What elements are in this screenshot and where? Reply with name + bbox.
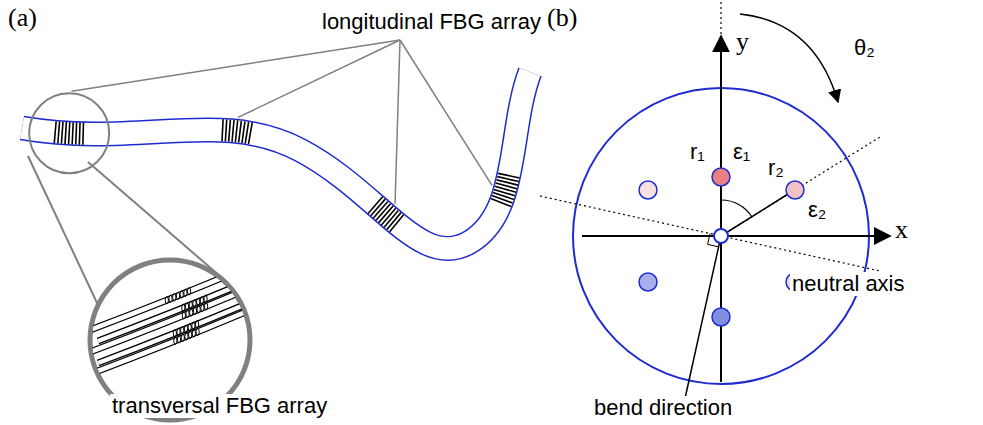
- fiber: [98, 295, 268, 363]
- fiber-core: [90, 306, 260, 374]
- grating-ring: [197, 306, 200, 313]
- grating-line: [54, 121, 56, 143]
- grating-line: [232, 120, 234, 142]
- leader-line: [238, 40, 400, 117]
- grating-ring: [185, 303, 188, 310]
- grating-ring: [188, 324, 191, 331]
- grating-ring: [177, 328, 180, 335]
- grating-line: [225, 119, 226, 141]
- grating-ring: [189, 301, 192, 308]
- grating-line: [79, 123, 81, 145]
- fiber: [90, 306, 260, 374]
- grating-ring: [173, 294, 176, 301]
- grating-line: [491, 199, 512, 207]
- label: bend direction: [592, 396, 734, 420]
- grating-ring: [176, 292, 179, 299]
- grating-ring: [177, 336, 180, 343]
- grating-ring: [196, 321, 199, 328]
- zoom-callout: [28, 93, 268, 420]
- grating-line: [222, 119, 223, 141]
- grating-ring: [201, 304, 204, 311]
- label: transversal FBG array: [110, 394, 329, 418]
- cross-section: [540, 0, 890, 412]
- grating-ring: [192, 330, 195, 337]
- leader-lines: [72, 40, 492, 204]
- grating-line: [65, 122, 66, 144]
- grating-line: [390, 215, 404, 232]
- grating-line: [69, 122, 70, 144]
- grating-ring: [181, 334, 184, 341]
- grating-ring: [180, 291, 183, 298]
- grating-ring: [173, 330, 176, 337]
- grating-ring: [193, 300, 196, 307]
- label: neutral axis: [790, 272, 907, 296]
- grating-ring: [200, 297, 203, 304]
- grating-line: [229, 120, 231, 142]
- grating-line: [235, 120, 237, 142]
- label: longitudinal FBG array: [320, 10, 543, 34]
- grating-line: [61, 122, 63, 144]
- grating-ring: [184, 289, 187, 296]
- grating-line: [58, 122, 60, 144]
- grating-ring: [182, 304, 185, 311]
- grating-ring: [190, 309, 193, 316]
- grating-ring: [186, 310, 189, 317]
- label: y: [734, 28, 751, 57]
- leader-line: [72, 40, 400, 91]
- grating-line: [242, 121, 245, 143]
- label: (a): [6, 4, 39, 33]
- grating-line: [245, 122, 248, 144]
- grating-ring: [193, 307, 196, 314]
- grating-ring: [189, 331, 192, 338]
- grating-line: [498, 173, 520, 178]
- grating-line: [75, 123, 77, 145]
- label: (b): [545, 4, 579, 33]
- label: x: [893, 216, 910, 245]
- grating-ring: [182, 312, 185, 319]
- grating-ring: [197, 298, 200, 305]
- label: ε₁: [731, 140, 752, 164]
- grating-ring: [196, 328, 199, 335]
- fiber-core: [98, 295, 268, 363]
- grating-ring: [204, 303, 207, 310]
- label: θ₂: [852, 36, 877, 60]
- grating-ring: [204, 295, 207, 302]
- fbg-gratings: [54, 119, 519, 232]
- label: r₁: [688, 140, 707, 164]
- label: ε₂: [806, 198, 828, 222]
- grating-line: [248, 122, 252, 144]
- grating-line: [492, 196, 513, 203]
- grating-line: [239, 121, 242, 143]
- grating-ring: [169, 295, 172, 302]
- grating-ring: [184, 325, 187, 332]
- grating-ring: [181, 327, 184, 334]
- leader-line: [400, 40, 492, 185]
- leader-line: [395, 40, 400, 204]
- grating-line: [82, 123, 84, 145]
- grating-ring: [185, 333, 188, 340]
- grating-line: [493, 193, 514, 200]
- grating-ring: [165, 297, 168, 304]
- grating-ring: [174, 337, 177, 344]
- grating-ring: [192, 322, 195, 329]
- label: r₂: [766, 156, 786, 180]
- grating-ring: [188, 288, 191, 295]
- grating-line: [72, 122, 73, 144]
